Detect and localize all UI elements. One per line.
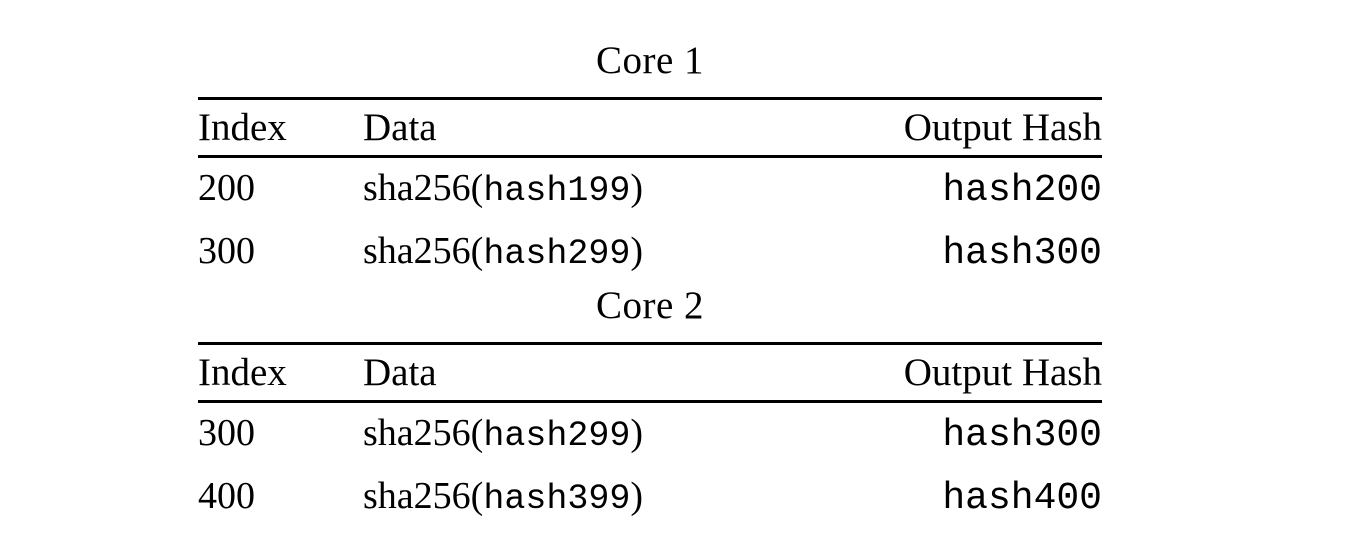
core-1-row-0-output-hash: hash200 xyxy=(942,169,1102,212)
core-1-title: Core 1 xyxy=(595,39,705,82)
core-1-row-1-index: 300 xyxy=(198,230,255,272)
sha256-close: ) xyxy=(630,412,643,454)
core-1-row-1-output-hash: hash300 xyxy=(942,232,1102,275)
core-1-header-output-hash: Output Hash xyxy=(903,106,1102,149)
core-1-toprule xyxy=(198,97,1102,100)
core-2-row-0-data: sha256(hash299) xyxy=(363,403,868,466)
core-1-header-data: Data xyxy=(363,106,437,149)
sha256-argument: hash299 xyxy=(483,234,631,274)
sha256-open: sha256( xyxy=(363,230,484,272)
core-2-title: Core 2 xyxy=(595,284,705,327)
core-2-table-block: Core 2 Index Data Output Hash xyxy=(198,281,1102,529)
sha256-open: sha256( xyxy=(363,412,484,454)
core-1-header-index: Index xyxy=(198,106,287,149)
sha256-argument: hash399 xyxy=(483,479,631,519)
sha256-open: sha256( xyxy=(363,475,484,517)
core-2-header-row: Index Data Output Hash xyxy=(198,345,1102,400)
sha256-close: ) xyxy=(630,230,643,272)
core-1-header-row: Index Data Output Hash xyxy=(198,100,1102,155)
table-row: 300 sha256(hash299) hash300 xyxy=(198,403,1102,466)
sha256-close: ) xyxy=(630,475,643,517)
sha256-open: sha256( xyxy=(363,167,484,209)
core-2-row-1-index: 400 xyxy=(198,475,255,517)
sha256-argument: hash199 xyxy=(483,171,631,211)
core-1-row-1-data: sha256(hash299) xyxy=(363,221,868,284)
table-row: 200 sha256(hash199) hash200 xyxy=(198,158,1102,221)
core-1-table-block: Core 1 Index Data Output Hash xyxy=(198,36,1102,284)
core-2-header-index: Index xyxy=(198,351,287,394)
core-2-table: Index Data Output Hash xyxy=(198,345,1102,400)
core-2-row-1-data: sha256(hash399) xyxy=(363,466,868,529)
core-2-toprule xyxy=(198,342,1102,345)
core-2-midrule xyxy=(198,400,1102,403)
core-1-body: 200 sha256(hash199) hash200 300 sha256(h… xyxy=(198,158,1102,284)
sha256-argument: hash299 xyxy=(483,416,631,456)
core-2-header-output-hash: Output Hash xyxy=(903,351,1102,394)
core-2-row-0-index: 300 xyxy=(198,412,255,454)
core-2-row-1-output-hash: hash400 xyxy=(942,477,1102,520)
core-2-row-0-output-hash: hash300 xyxy=(942,414,1102,457)
core-1-row-0-index: 200 xyxy=(198,167,255,209)
sha256-close: ) xyxy=(630,167,643,209)
core-2-body: 300 sha256(hash299) hash300 400 sha256(h… xyxy=(198,403,1102,529)
core-1-row-0-data: sha256(hash199) xyxy=(363,158,868,221)
table-row: 300 sha256(hash299) hash300 xyxy=(198,221,1102,284)
core-2-header-data: Data xyxy=(363,351,437,394)
table-row: 400 sha256(hash399) hash400 xyxy=(198,466,1102,529)
core-1-midrule xyxy=(198,155,1102,158)
core-1-table: Index Data Output Hash xyxy=(198,100,1102,155)
